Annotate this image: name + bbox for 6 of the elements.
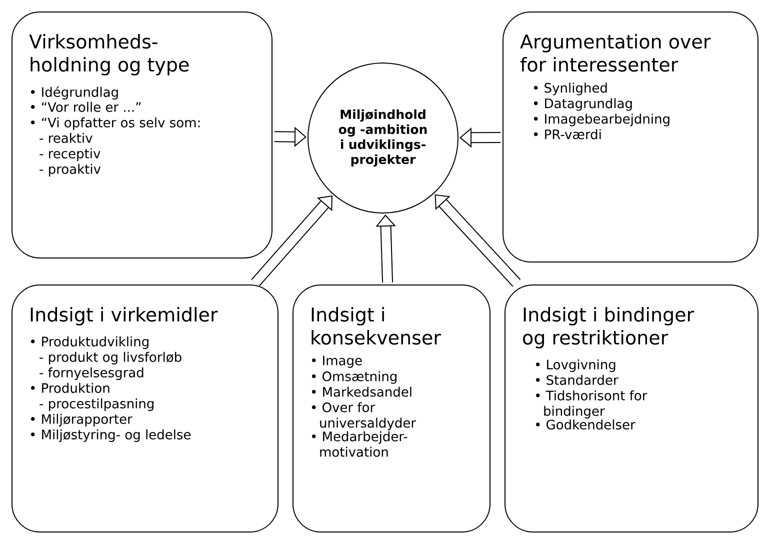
rounded-box: Indsigt i konsekvenser • Image • Omsætning • Markedsandel • Over for universaldyder • Medarbejder- motivation [292,284,490,532]
rounded-box: Argumentation over for interessenter • Synlighed • Datagrundlag • Imagebearbejdning • PR-værdi [502,12,758,262]
rounded-box: Indsigt i bindinger og restriktioner • Lovgivning • Standarder • Tidshorisont for bindinger • Godkendelser [504,284,758,532]
block-arrow [434,194,521,287]
rounded-box: Virksomheds- holdning og type • Idégrundlag • “Vor rolle er ...” • “Vi opfatter os selv som: - reaktiv - receptiv - proaktiv [12,12,272,258]
rounded-box: Indsigt i virkemidler • Produktudvikling - produkt og livsforløb - fornyelsesgrad • Produktion - procestilpasning • Miljørapporter • Miljøstyring- og ledelse [12,284,278,532]
